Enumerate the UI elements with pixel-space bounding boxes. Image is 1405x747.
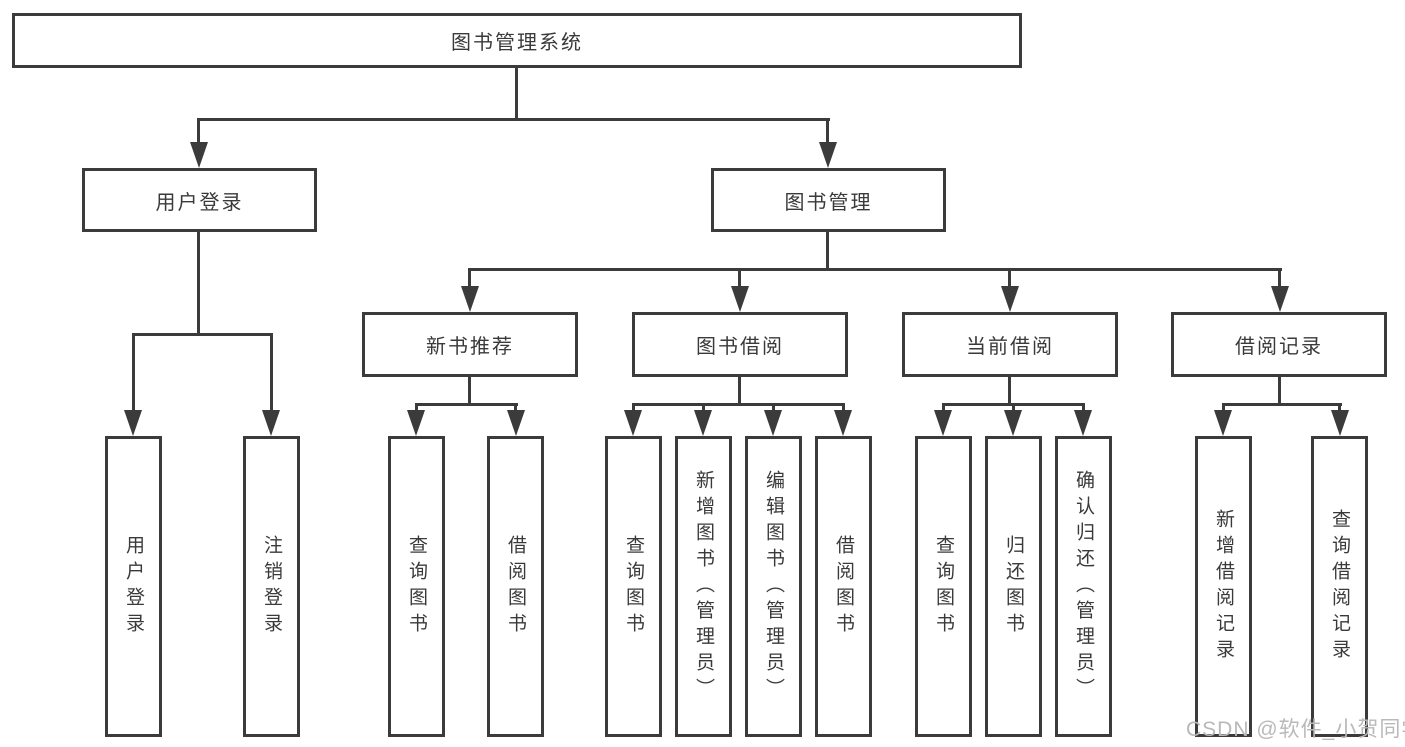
arrow-down-icon [694,410,712,436]
leaf-add-book-admin: 新增图书（管理员） [675,436,732,737]
arrow-down-icon [507,410,525,436]
leaf-add-borrow-record-label: 新增借阅记录 [1213,508,1234,665]
arrow-down-icon [731,286,749,312]
leaf-query-books-1: 查询图书 [388,436,445,737]
node-root-label: 图书管理系统 [451,32,583,54]
leaf-logout: 注销登录 [243,436,300,737]
leaf-query-borrow-record-label: 查询借阅记录 [1329,508,1350,665]
node-book-borrow: 图书借阅 [632,312,848,377]
connector-line [468,268,1282,271]
arrow-down-icon [1001,286,1019,312]
arrow-down-icon [764,410,782,436]
arrow-down-icon [834,410,852,436]
leaf-add-book-admin-label: 新增图书（管理员） [693,469,714,704]
leaf-edit-book-admin: 编辑图书（管理员） [745,436,802,737]
node-user-login-label: 用户登录 [155,191,244,214]
connector-line [468,377,471,405]
leaf-query-books-2-label: 查询图书 [623,534,644,639]
arrow-down-icon [1331,410,1349,436]
connector-line [826,232,829,270]
leaf-query-books-3-label: 查询图书 [933,534,954,639]
connector-line [197,232,200,335]
leaf-borrow-books-2: 借阅图书 [815,436,872,737]
connector-line [632,403,845,406]
leaf-edit-book-admin-label: 编辑图书（管理员） [763,469,784,704]
connector-line [942,403,1085,406]
arrow-down-icon [262,410,280,436]
leaf-logout-label: 注销登录 [261,534,282,639]
connector-line [738,377,741,405]
connector-line [1278,377,1281,405]
node-new-book-recommend-label: 新书推荐 [426,336,514,358]
node-book-management: 图书管理 [711,168,946,232]
node-user-login: 用户登录 [82,168,317,232]
leaf-query-books-3: 查询图书 [915,436,972,737]
node-borrow-record-label: 借阅记录 [1235,336,1323,358]
watermark: CSDN @软件_小贺同学 [1186,718,1405,741]
leaf-borrow-books-1-label: 借阅图书 [505,534,526,639]
node-borrow-record: 借阅记录 [1171,312,1387,377]
connector-line [826,121,829,144]
arrow-down-icon [461,286,479,312]
leaf-query-books-2: 查询图书 [605,436,662,737]
connector-line [270,336,273,412]
connector-line [515,67,518,120]
arrow-down-icon [1004,410,1022,436]
arrow-down-icon [934,410,952,436]
connector-line [197,121,200,144]
leaf-confirm-return-admin-label: 确认归还（管理员） [1073,469,1094,704]
node-new-book-recommend: 新书推荐 [362,312,578,377]
connector-line [132,333,273,336]
leaf-query-borrow-record: 查询借阅记录 [1311,436,1368,737]
arrow-down-icon [190,142,208,168]
arrow-down-icon [819,142,837,168]
arrow-down-icon [624,410,642,436]
leaf-add-borrow-record: 新增借阅记录 [1195,436,1252,737]
arrow-down-icon [407,410,425,436]
leaf-return-book: 归还图书 [985,436,1042,737]
connector-line [1008,377,1011,405]
connector-line [1222,403,1342,406]
arrow-down-icon [1074,410,1092,436]
arrow-down-icon [1214,410,1232,436]
leaf-borrow-books-1: 借阅图书 [487,436,544,737]
node-book-management-label: 图书管理 [784,191,873,214]
connector-line [197,118,830,121]
connector-line [132,336,135,412]
connector-line [468,271,471,288]
connector-line [415,403,518,406]
leaf-borrow-books-2-label: 借阅图书 [833,534,854,639]
arrow-down-icon [124,410,142,436]
connector-line [1008,271,1011,288]
node-book-borrow-label: 图书借阅 [696,336,784,358]
arrow-down-icon [1271,286,1289,312]
node-root: 图书管理系统 [12,13,1022,68]
leaf-user-login: 用户登录 [105,436,162,737]
leaf-query-books-1-label: 查询图书 [406,534,427,639]
node-current-borrow-label: 当前借阅 [966,336,1054,358]
leaf-return-book-label: 归还图书 [1003,534,1024,639]
leaf-confirm-return-admin: 确认归还（管理员） [1055,436,1112,737]
node-current-borrow: 当前借阅 [902,312,1118,377]
connector-line [738,271,741,288]
connector-line [1278,271,1281,288]
leaf-user-login-label: 用户登录 [123,534,144,639]
